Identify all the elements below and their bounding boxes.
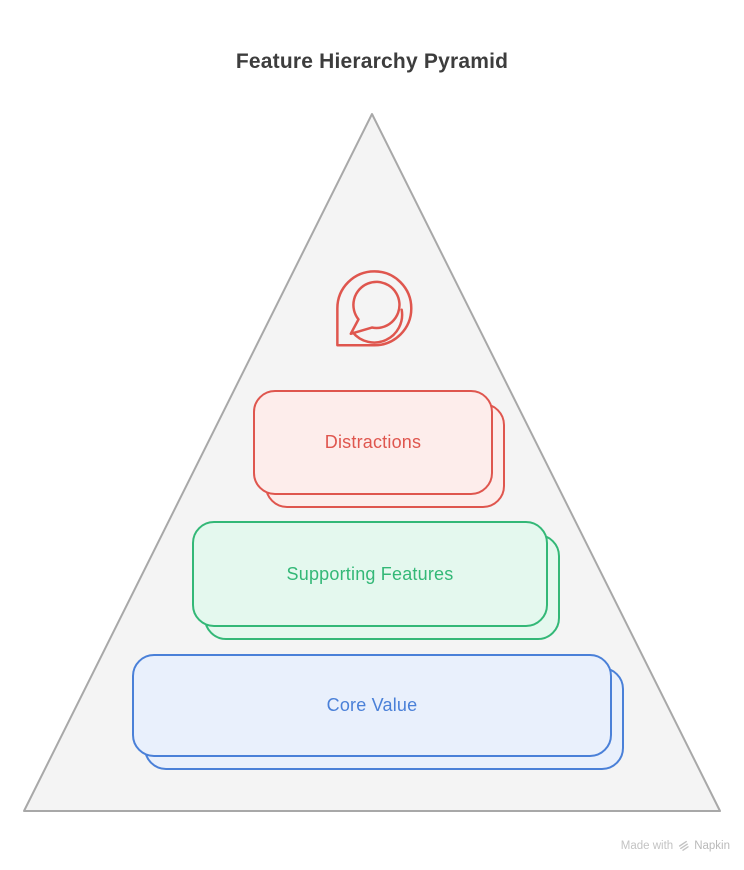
page-title: Feature Hierarchy Pyramid: [235, 50, 509, 73]
watermark: Made with Napkin: [621, 839, 730, 852]
card-supporting-features: Supporting Features: [192, 521, 548, 627]
card-distractions-label: Distractions: [324, 432, 422, 452]
speech-bubble-icon: [336, 270, 413, 347]
watermark-brand: Napkin: [694, 839, 730, 852]
card-core-value: Core Value: [132, 654, 612, 757]
card-distractions: Distractions: [253, 390, 493, 495]
card-core-value-label: Core Value: [326, 695, 418, 715]
watermark-prefix: Made with: [620, 839, 674, 852]
card-supporting-features-label: Supporting Features: [286, 563, 454, 584]
napkin-logo-icon: [679, 840, 689, 851]
